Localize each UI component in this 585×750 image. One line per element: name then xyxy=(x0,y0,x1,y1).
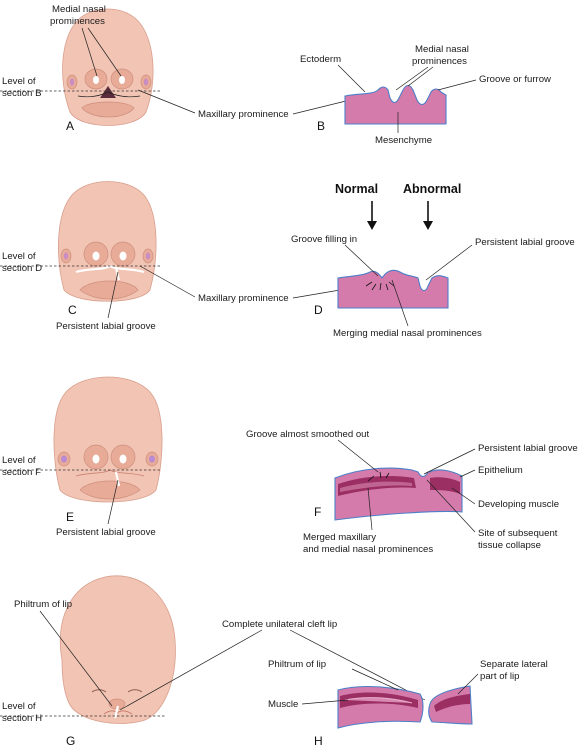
panel-f-letter: F xyxy=(314,505,321,519)
panel-d-letter: D xyxy=(314,303,323,317)
panel-f-section xyxy=(334,467,463,521)
panel-a-letter: A xyxy=(66,119,74,133)
panel-h-separate-label-line1: Separate lateral xyxy=(480,659,548,670)
panel-c-persistent-groove-label: Persistent labial groove xyxy=(56,321,156,332)
panel-c-letter: C xyxy=(68,303,77,317)
panel-f-merged-label-line1: Merged maxillary xyxy=(303,532,376,543)
panel-c-level-label-line2: section D xyxy=(2,263,42,274)
panel-a-medial-nasal-label-line2: prominences xyxy=(50,16,105,27)
panel-b-medial-nasal-label-line1: Medial nasal xyxy=(415,44,469,55)
panel-c-embryo-face xyxy=(58,181,157,302)
panel-h-separate-label-line2: part of lip xyxy=(480,671,519,682)
panel-g-infant-face xyxy=(59,575,176,724)
panel-g-cleft-label: Complete unilateral cleft lip xyxy=(222,619,337,630)
panel-c-level-label-line1: Level of xyxy=(2,251,36,262)
panel-d-normal-heading: Normal xyxy=(335,182,378,196)
panel-g-philtrum-label: Philtrum of lip xyxy=(14,599,72,610)
panel-d-groove-filling-label: Groove filling in xyxy=(291,234,357,245)
panel-f-epithelium-label: Epithelium xyxy=(478,465,523,476)
panel-f-collapse-label-line2: tissue collapse xyxy=(478,540,541,551)
panel-e-level-label-line1: Level of xyxy=(2,455,36,466)
panel-f-merged-label-line2: and medial nasal prominences xyxy=(303,544,433,555)
panel-d-arrows xyxy=(367,201,433,230)
panel-b-mesenchyme-label: Mesenchyme xyxy=(375,135,432,146)
panel-a-level-label-line2: section B xyxy=(2,88,41,99)
panel-d-merging-label: Merging medial nasal prominences xyxy=(333,328,482,339)
panel-h-philtrum-label: Philtrum of lip xyxy=(268,659,326,670)
panel-b-groove-label: Groove or furrow xyxy=(479,74,551,85)
panel-f-persistent-groove-label: Persistent labial groove xyxy=(478,443,578,454)
panel-h-muscle-label: Muscle xyxy=(268,699,298,710)
panel-d-section xyxy=(337,269,449,309)
panel-f-collapse-label-line1: Site of subsequent xyxy=(478,528,558,539)
panel-e-persistent-groove-label: Persistent labial groove xyxy=(56,527,156,538)
panel-c-maxillary-label: Maxillary prominence xyxy=(198,293,289,304)
panel-e-letter: E xyxy=(66,510,74,524)
panel-g-level-label-line2: section H xyxy=(2,713,42,724)
panel-g-letter: G xyxy=(66,734,75,748)
panel-d-abnormal-heading: Abnormal xyxy=(403,182,461,196)
panel-a-level-label-line1: Level of xyxy=(2,76,36,87)
panel-a-medial-nasal-label-line1: Medial nasal xyxy=(52,4,106,15)
panel-b-medial-nasal-label-line2: prominences xyxy=(412,56,467,67)
panel-b-ectoderm-label: Ectoderm xyxy=(300,54,341,65)
panel-b-section xyxy=(344,84,447,125)
panel-e-embryo-face xyxy=(53,376,163,503)
panel-h-letter: H xyxy=(314,734,323,748)
panel-h-section xyxy=(337,685,473,729)
panel-f-developing-muscle-label: Developing muscle xyxy=(478,499,559,510)
panel-e-level-label-line2: section F xyxy=(2,467,41,478)
panel-f-groove-smoothed-label: Groove almost smoothed out xyxy=(246,429,370,440)
panel-a-maxillary-label: Maxillary prominence xyxy=(198,109,289,120)
panel-g-level-label-line1: Level of xyxy=(2,701,36,712)
panel-b-letter: B xyxy=(317,119,325,133)
panel-d-persistent-groove-label: Persistent labial groove xyxy=(475,237,575,248)
